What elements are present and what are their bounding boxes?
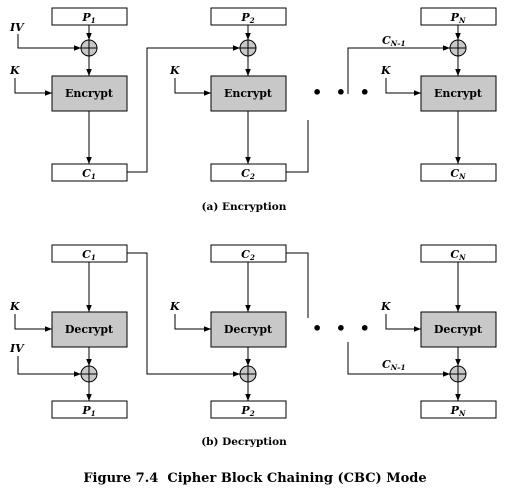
dec-chain-c2 [286,252,309,318]
enc-caption: (a) Encryption [202,201,287,213]
dec-cn1-label: CN–1 [382,358,406,372]
dec-xor-n-icon [449,365,467,383]
enc-chain-cn1 [347,45,450,94]
dec-block-n-label: Decrypt [434,323,483,336]
enc-c2-label: C2 [241,167,255,181]
enc-p2-label: P2 [240,11,254,25]
dec-k-label-n: K [380,300,391,313]
dec-k-label-1: K [9,300,20,313]
dec-caption: (b) Decryption [201,436,287,448]
decryption-section: C1 C2 CN Decrypt Decrypt Decrypt K K K [9,244,497,448]
enc-block-1-label: Encrypt [65,87,114,100]
enc-c1-label: C1 [82,167,96,181]
dec-p1-label: P1 [81,404,95,418]
figure-title: Figure 7.4 Cipher Block Chaining (CBC) M… [83,471,426,486]
enc-k-label-n: K [380,64,391,77]
dec-xor-2-icon [239,365,257,383]
dec-chain-cn1 [347,342,450,377]
enc-xor-1-icon [80,39,98,57]
dec-pn-label: PN [450,404,466,418]
dec-iv-label: IV [9,342,25,355]
enc-cn-box [420,163,497,182]
dec-c1-label: C1 [82,248,96,262]
enc-block-n-label: Encrypt [434,87,483,100]
enc-iv-label: IV [9,21,25,34]
enc-block-2-label: Encrypt [224,87,273,100]
enc-chain-c2 [286,120,309,173]
dec-k-label-2: K [169,300,180,313]
enc-block-2 [210,75,287,112]
dec-block-1 [51,311,128,348]
enc-xor-2-icon [239,39,257,57]
enc-chain-c1 [127,45,240,173]
enc-k-label-2: K [169,64,180,77]
enc-ellipsis: • • • [312,83,374,102]
dec-p2-box [210,400,287,419]
dec-p2-label: P2 [240,404,254,418]
enc-cn1-label: CN–1 [382,34,406,48]
dec-block-2-label: Decrypt [224,323,273,336]
enc-pn-label: PN [450,11,466,25]
dec-pn-box [420,400,497,419]
encryption-section: P1 P2 PN IV Encrypt E [9,7,497,213]
dec-c2-label: C2 [241,248,255,262]
dec-cn-label: CN [450,248,466,262]
enc-xor-n-icon [449,39,467,57]
enc-block-1 [51,75,128,112]
enc-k-label-1: K [9,64,20,77]
dec-chain-c1 [127,252,240,377]
enc-p1-label: P1 [81,11,95,25]
dec-p1-box [51,400,128,419]
dec-ellipsis: • • • [312,319,374,338]
dec-block-n [420,311,497,348]
enc-cn-label: CN [450,167,466,181]
dec-xor-1-icon [80,365,98,383]
dec-block-1-label: Decrypt [65,323,114,336]
